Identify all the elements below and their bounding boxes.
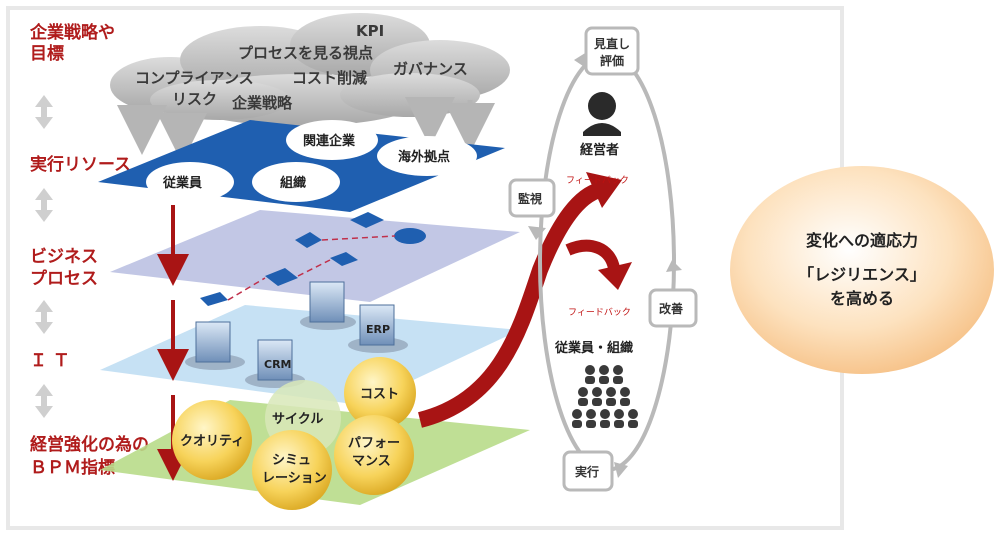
resilience-line1: 変化への適応力 [806, 231, 918, 250]
executive-label: 経営者 [580, 142, 619, 158]
label-bpm-2: ＢＰＭ指標 [30, 457, 115, 478]
label-process-1: ビジネス [30, 247, 98, 267]
cloud-view: プロセスを見る視点 [238, 44, 373, 62]
bpm-quality-label: クオリティ [180, 434, 244, 449]
resource-overseas-label: 海外拠点 [398, 149, 450, 165]
it-cube-crm [245, 339, 305, 388]
bpm-bubble-quality [172, 400, 252, 480]
review-label-2: 評価 [600, 53, 624, 68]
execute-box [562, 450, 614, 492]
cloud-kpi: KPI [356, 22, 384, 40]
bpm-performance-label-1: パフォー [348, 436, 400, 451]
monitor-box [508, 178, 556, 218]
cloud-governance: ガバナンス [393, 60, 468, 78]
bpm-bubble-performance [334, 415, 414, 495]
execute-label: 実行 [575, 464, 599, 479]
process-flow [200, 212, 426, 306]
resilience-bubble [730, 166, 994, 374]
feedback-top-label: フィードバック [566, 175, 629, 186]
it-cube-2 [300, 281, 356, 330]
it-erp-label: ERP [366, 323, 390, 336]
label-it: Ｉ Ｔ [30, 351, 70, 371]
cloud-arrows [117, 97, 495, 163]
label-process-2: プロセス [30, 268, 98, 289]
left-double-arrows [35, 95, 53, 418]
it-crm-label: CRM [264, 358, 292, 371]
cloud-cost-cut: コスト削減 [292, 69, 367, 87]
executive-icon [583, 92, 621, 136]
resource-org-label: 組織 [280, 175, 306, 191]
feedback-top-arrowhead [586, 172, 622, 208]
resource-overseas [377, 136, 477, 176]
cloud-compliance: コンプライアンス [135, 69, 254, 87]
feedback-bottom-label: フィードバック [568, 307, 631, 318]
label-resources: 実行リソース [30, 154, 131, 175]
resilience-line2: 「レジリエンス」 [798, 265, 926, 284]
improve-box [648, 288, 698, 328]
bpm-performance-label-2: マンス [352, 454, 391, 469]
it-cube-erp [348, 304, 408, 353]
cloud-risk: リスク [172, 90, 217, 108]
resource-employee [146, 162, 234, 202]
feedback-branch-arrow [565, 239, 620, 270]
label-strategy-2: 目標 [30, 43, 64, 64]
concern-cloud [110, 13, 510, 126]
resource-related [286, 120, 378, 160]
resource-employee-label: 従業員 [162, 175, 202, 191]
bpm-bubble-simulation [252, 430, 332, 510]
bpm-cycle-label: サイクル [272, 412, 323, 427]
feedback-branch-arrowhead [598, 262, 632, 290]
review-label-1: 見直し [593, 36, 630, 51]
bpm-simulation-label-1: シミュ [272, 453, 311, 468]
cloud-strategy: 企業戦略 [231, 94, 293, 112]
review-box [584, 26, 640, 76]
it-cube-1 [185, 321, 245, 370]
resource-org [252, 162, 340, 202]
resource-related-label: 関連企業 [303, 133, 356, 149]
bpm-simulation-label-2: レーション [262, 471, 327, 486]
label-strategy-1: 企業戦略や [29, 22, 115, 43]
bpm-cost-label: コスト [360, 387, 399, 402]
feedback-main-arrow [417, 182, 603, 428]
staff-icon [572, 365, 638, 428]
bpm-bubble-cost [344, 357, 416, 429]
resilience-line3: を高める [830, 289, 894, 308]
monitor-label: 監視 [518, 191, 542, 206]
process-links [227, 235, 396, 301]
staff-label: 従業員・組織 [554, 340, 633, 356]
improve-label: 改善 [659, 301, 683, 316]
label-bpm-1: 経営強化の為の [30, 434, 149, 455]
